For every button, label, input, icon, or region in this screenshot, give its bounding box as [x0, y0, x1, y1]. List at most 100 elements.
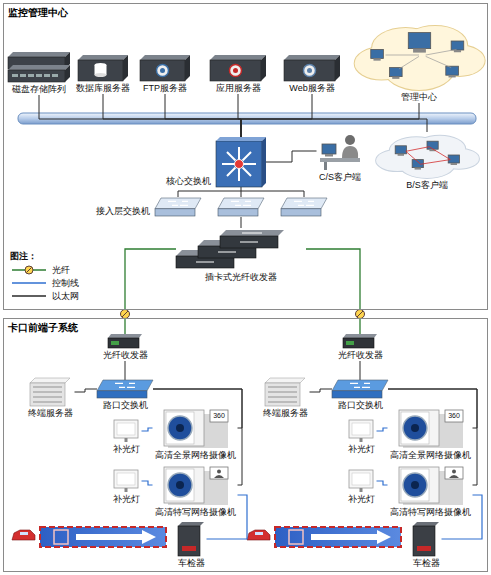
server-logo-dot: [307, 68, 312, 73]
lane-loop: [289, 530, 303, 544]
device-label: 补光灯: [111, 494, 142, 505]
switch-front: [155, 209, 195, 216]
device-icon: [320, 135, 360, 170]
server-top: [30, 378, 70, 383]
camera-front: [401, 412, 429, 444]
switch-front: [281, 209, 321, 216]
server-top: [284, 55, 340, 60]
device-icon: [112, 470, 140, 492]
camera-badge-text: 360: [210, 410, 228, 422]
legend-text: 光纤: [52, 264, 70, 276]
car-window: [255, 532, 263, 535]
cloud-outline: [355, 26, 485, 90]
switch-front: [332, 391, 382, 398]
transceiver-arrows: [240, 233, 262, 242]
device-label: 插卡式光纤收发器: [176, 272, 306, 283]
core-switch-star: [222, 147, 256, 181]
device-icon: [8, 52, 70, 82]
server-front: [265, 383, 300, 406]
lane-arrow: [76, 530, 156, 544]
server-top: [8, 52, 70, 57]
transceiver-top: [108, 334, 142, 338]
server-logo-dot: [160, 68, 165, 73]
ethernet-link: [103, 94, 241, 137]
lamp-stand: [125, 438, 128, 442]
desk: [320, 158, 360, 162]
monitor-base: [454, 50, 461, 52]
face-symbol: [217, 470, 221, 474]
disk-slot: [20, 74, 26, 77]
camera-lens: [403, 473, 427, 497]
device-label: 路口交换机: [332, 400, 388, 411]
device-icon: [395, 465, 465, 505]
camera-front: [401, 469, 429, 501]
switch-top: [218, 198, 264, 209]
lamp-face: [117, 473, 135, 485]
device-icon: [112, 420, 140, 442]
device-icon: [284, 55, 340, 81]
camera-lens-inner: [176, 481, 184, 489]
ethernet-link: [241, 187, 242, 197]
device-node: 路口交换机: [97, 380, 153, 411]
device-icon: [343, 334, 377, 348]
device-icon: [97, 380, 153, 398]
monitor-base: [373, 58, 380, 60]
device-node: 光纤收发器: [101, 334, 150, 361]
fiber-link: [306, 249, 360, 334]
ethernet-link: [310, 389, 333, 392]
legend-line: [12, 282, 46, 284]
monitor-base: [451, 163, 457, 165]
legend-heading: 图注：: [10, 251, 50, 262]
device-icon: [155, 198, 327, 216]
server-slot: [33, 391, 62, 393]
lamp-stand: [360, 488, 363, 492]
device-label: 路口交换机: [97, 400, 153, 411]
device-label: 接入层交换机: [96, 206, 150, 217]
ethernet-link: [241, 217, 242, 228]
device-icon: [155, 197, 327, 217]
disk-slot: [36, 74, 42, 77]
lane: [247, 527, 401, 547]
transceiver-port: [111, 341, 119, 345]
device-icon: [210, 55, 266, 81]
face-symbol: [449, 475, 459, 478]
device-icon: [413, 522, 439, 556]
device-label: 核心交换机: [166, 176, 211, 187]
device-label: 磁盘存储阵列: [8, 84, 70, 95]
monitor-base: [415, 168, 421, 170]
device-icon: [349, 470, 373, 492]
server-slot: [33, 401, 62, 403]
server-front: [30, 383, 65, 406]
lamp-frame: [114, 420, 138, 438]
device-node: 终端服务器: [261, 378, 310, 419]
server-logo: [230, 65, 242, 77]
legend-text: 以太网: [52, 290, 79, 302]
server-front: [284, 60, 335, 81]
cloud-fill: [376, 136, 479, 178]
device-icon: [352, 20, 486, 90]
device-icon: [216, 137, 266, 187]
device-node: 路口交换机: [332, 380, 388, 411]
device-icon: [347, 470, 375, 492]
device-label: FTP服务器: [140, 83, 190, 94]
cabinet-front: [178, 526, 200, 556]
device-label: 管理中心: [352, 92, 486, 103]
face-symbol: [452, 470, 456, 474]
device-icon: [376, 136, 479, 178]
device-icon: [78, 55, 128, 81]
device-node: B/S客户端: [374, 132, 480, 191]
device-icon: [347, 420, 375, 442]
device-icon: [399, 410, 463, 448]
server-top: [265, 378, 305, 383]
camera-badge: [210, 410, 228, 422]
lamp-frame: [349, 470, 373, 488]
device-icon: [332, 380, 388, 398]
lane-band: [40, 527, 166, 547]
server-slot: [268, 396, 297, 398]
ethernet-link: [39, 95, 241, 137]
camera-lens: [168, 473, 192, 497]
disk-slot: [52, 74, 58, 77]
device-label: C/S客户端: [317, 172, 364, 183]
device-icon: [78, 55, 128, 81]
lane-arrow: [311, 530, 391, 544]
